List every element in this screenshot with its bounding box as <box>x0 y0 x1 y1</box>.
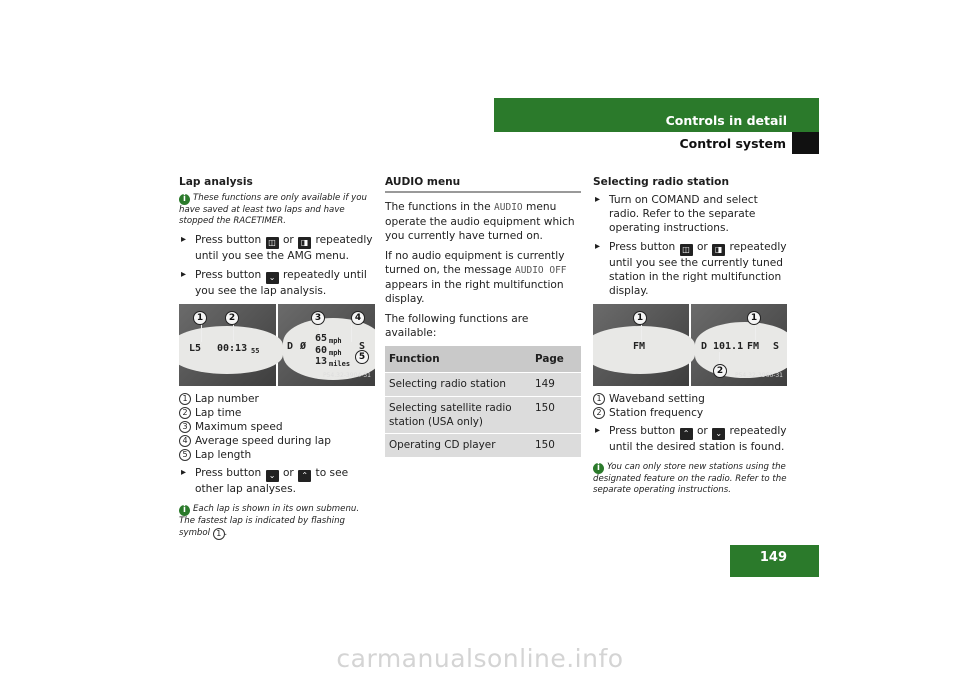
header-corner-block <box>792 132 819 154</box>
down-button-icon: ⌄ <box>265 272 279 284</box>
callout-3: 3 <box>311 311 325 325</box>
column-audio-menu: AUDIO menu The functions in the AUDIO me… <box>385 175 581 457</box>
table-header-page: Page <box>531 346 581 372</box>
audio-menu-heading: AUDIO menu <box>385 175 581 193</box>
lap-analysis-display-image: L5 00:13 55 D Ø 65 mph 60 mph 13 miles S… <box>179 304 375 386</box>
callout-1: 1 <box>193 311 207 325</box>
info-icon: i <box>593 463 604 474</box>
down-button-icon: ⌄ <box>265 470 279 482</box>
callout-1: 1 <box>633 311 647 325</box>
functions-intro: The following functions are available: <box>385 313 529 339</box>
callout-1: 1 <box>747 311 761 325</box>
table-header-function: Function <box>385 346 531 372</box>
step-press-button-radio: Press button ◫ or ◨ repeatedly until you… <box>593 240 790 298</box>
up-button-icon: ⌃ <box>679 428 693 440</box>
lap-analysis-heading: Lap analysis <box>179 176 253 188</box>
step-turn-on-comand: Turn on COMAND and select radio. Refer t… <box>593 193 790 235</box>
section-subtitle: Control system <box>679 136 786 151</box>
step-press-button-lap: Press button ⌄ repeatedly until you see … <box>179 268 375 298</box>
step-press-button-menu: Press button ◫ or ◨ repeatedly until you… <box>179 233 375 263</box>
radio-station-heading: Selecting radio station <box>593 176 730 188</box>
callout-2: 2 <box>713 364 727 378</box>
header-band: Controls in detail <box>494 98 819 132</box>
callout-4: 4 <box>351 311 365 325</box>
up-button-icon: ⌃ <box>298 470 312 482</box>
watermark: carmanualsonline.info <box>336 644 624 673</box>
radio-display-image: FM D 101.1 FM S 1 1 2 P54.32-3966-31 <box>593 304 787 386</box>
prev-page-button-icon: ◫ <box>679 244 693 256</box>
column-radio-station: Selecting radio station Turn on COMAND a… <box>593 175 790 502</box>
callout-2: 2 <box>225 311 239 325</box>
page-number: 149 <box>759 550 787 565</box>
next-page-button-icon: ◨ <box>298 237 312 249</box>
header-sub: Control system <box>494 132 792 154</box>
step-press-button-other-laps: Press button ⌄ or ⌃ to see other lap ana… <box>179 466 375 496</box>
step-press-button-find-station: Press button ⌃ or ⌄ repeatedly until the… <box>593 424 790 454</box>
audio-intro-paragraph: The functions in the AUDIO menu operate … <box>385 201 575 242</box>
table-row: Selecting satellite radio station (USA o… <box>385 395 581 433</box>
next-page-button-icon: ◨ <box>712 244 726 256</box>
down-button-icon: ⌄ <box>712 428 726 440</box>
audio-off-paragraph: If no audio equipment is currently turne… <box>385 250 567 305</box>
info-icon: i <box>179 194 190 205</box>
callout-5: 5 <box>355 350 369 364</box>
page-number-box: 149 <box>730 545 819 577</box>
info-icon: i <box>179 505 190 516</box>
prev-page-button-icon: ◫ <box>265 237 279 249</box>
section-title: Controls in detail <box>665 113 787 128</box>
